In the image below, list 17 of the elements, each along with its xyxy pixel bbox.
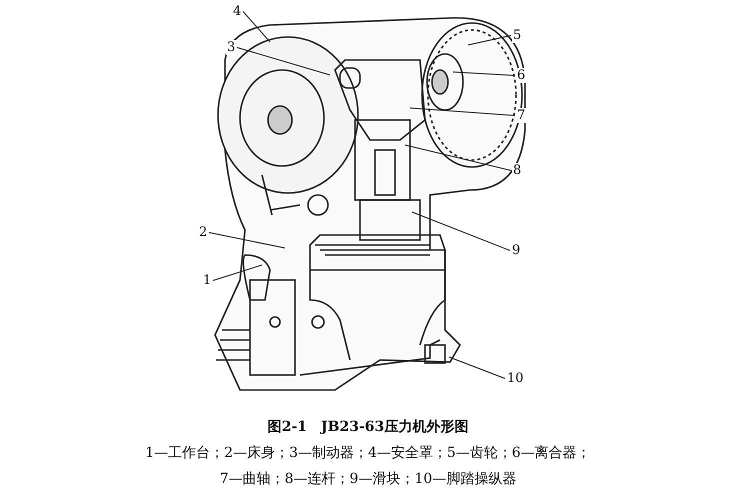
leader-line xyxy=(242,11,270,42)
leader-line xyxy=(452,72,516,76)
parts-key: 7—曲轴；8—连杆；9—滑块；10—脚踏操纵器 xyxy=(0,470,736,488)
leader-line xyxy=(412,212,510,251)
leader-line xyxy=(404,144,512,171)
leader-line xyxy=(410,108,516,116)
callout-number: 7 xyxy=(516,108,526,123)
callout-number: 3 xyxy=(226,40,236,55)
leader-line xyxy=(448,356,506,379)
leader-line xyxy=(236,47,330,76)
parts-key: 1—工作台；2—床身；3—制动器；4—安全罩；5—齿轮；6—离合器； xyxy=(0,444,736,462)
leader-line xyxy=(208,232,286,248)
callout-number: 5 xyxy=(512,28,522,43)
figure-caption: 图2-1 JB23-63压力机外形图 xyxy=(266,418,470,436)
callout-number: 6 xyxy=(516,68,526,83)
leader-line xyxy=(468,35,512,46)
leader-line xyxy=(212,264,262,281)
